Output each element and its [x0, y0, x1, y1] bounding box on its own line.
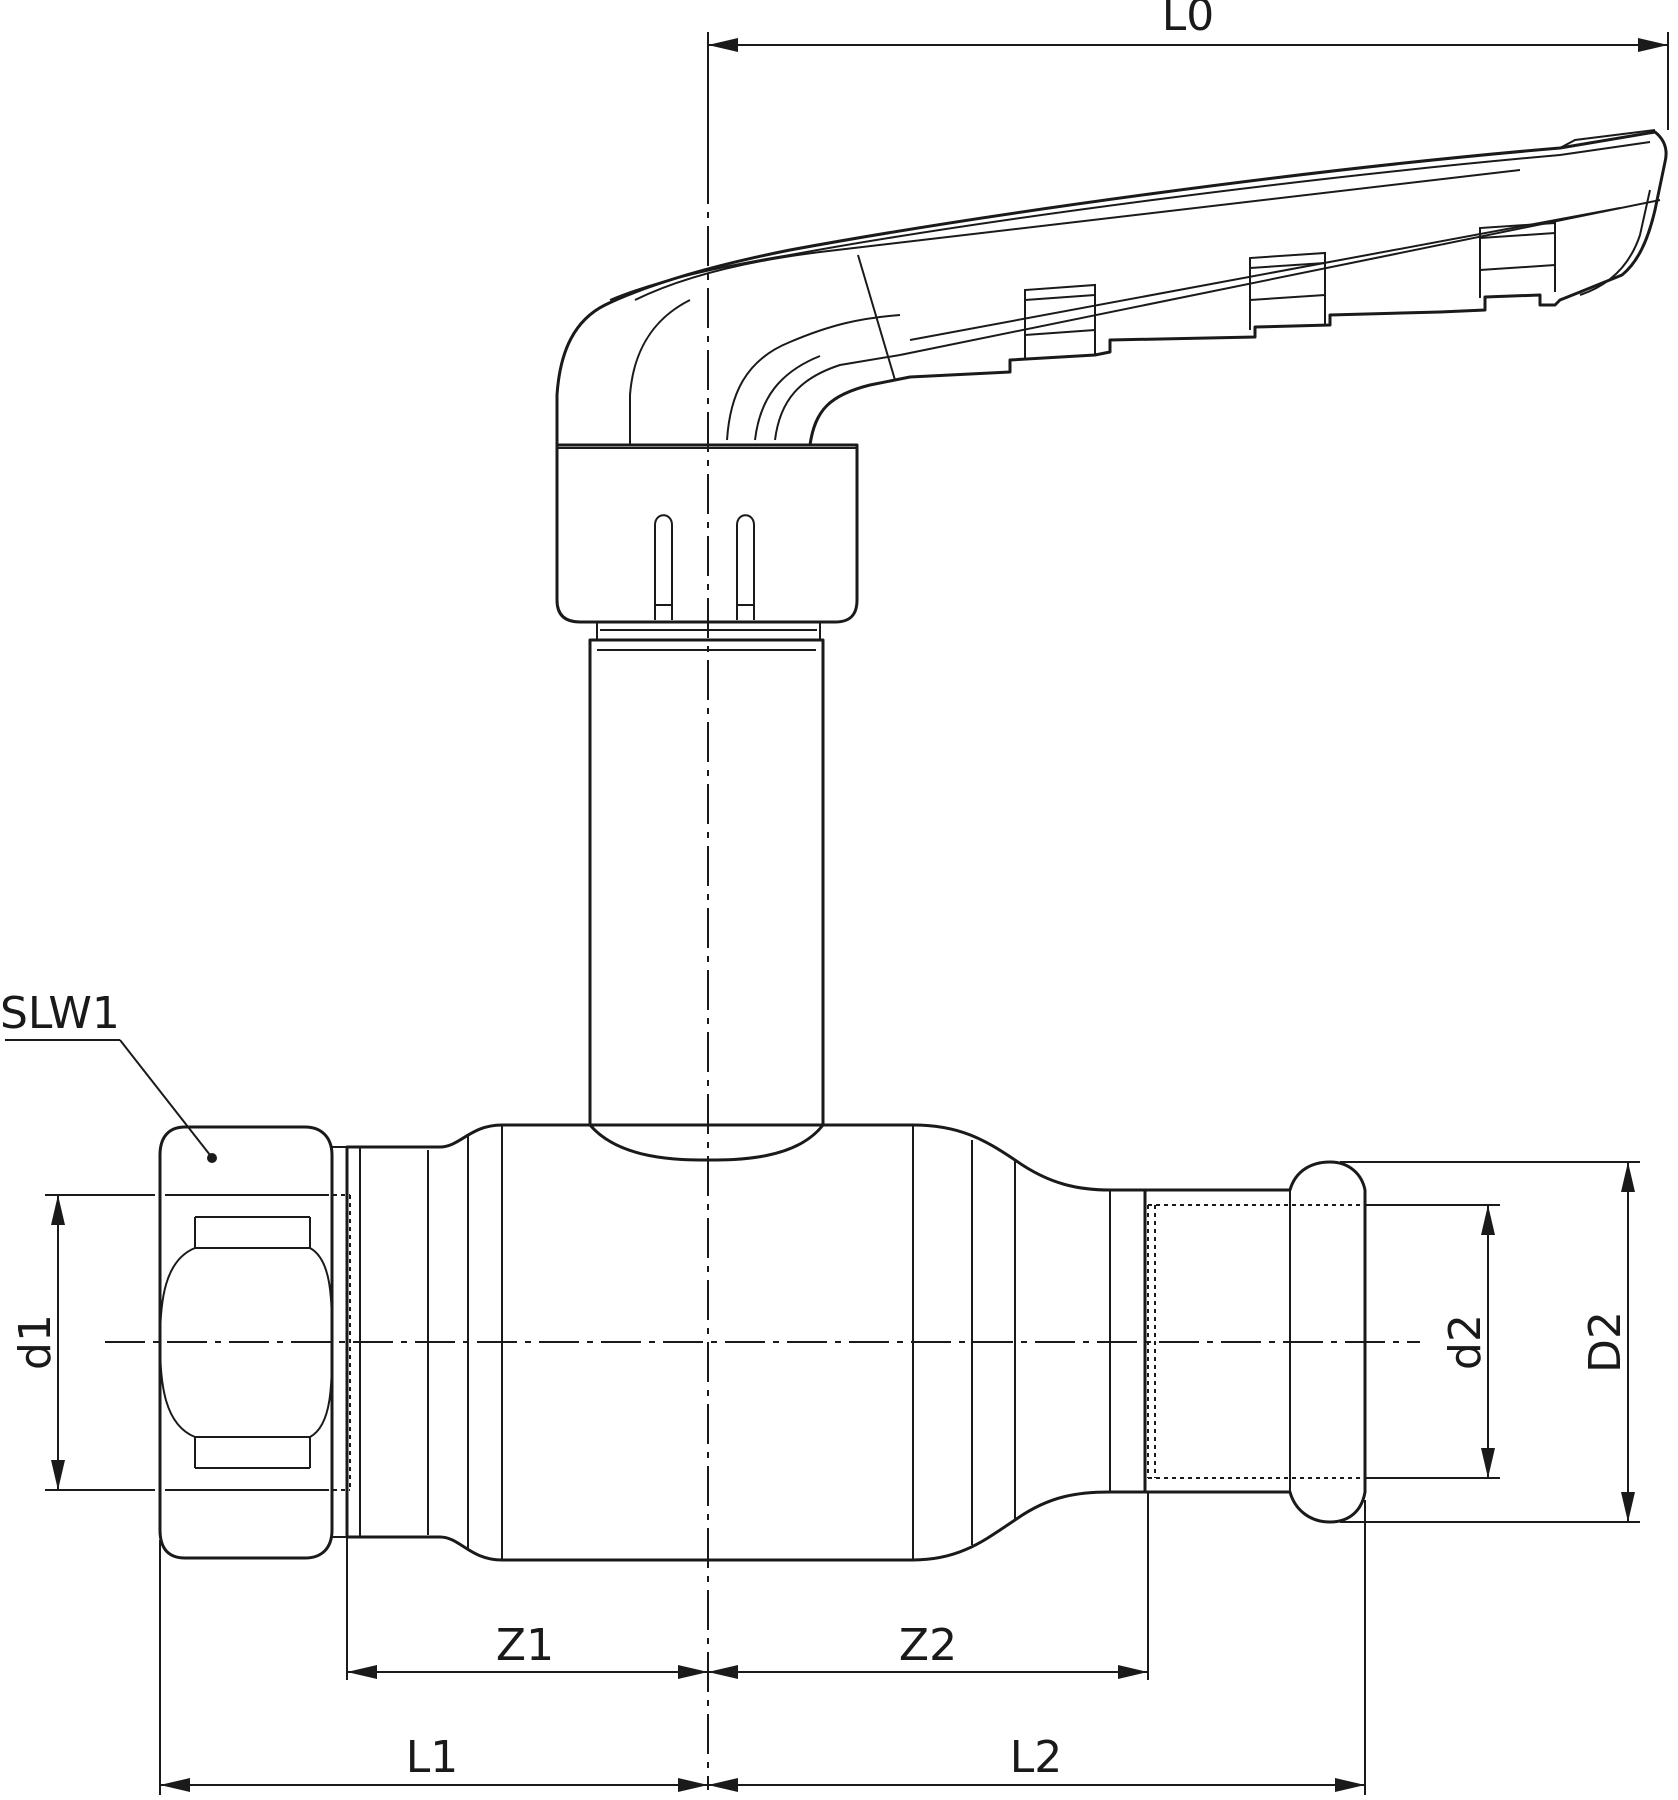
- nut-outline: [158, 1125, 334, 1560]
- press-sleeve: [1143, 1160, 1367, 1524]
- handle-bend-inner-1: [629, 299, 691, 445]
- handle-seam: [857, 254, 896, 381]
- handle-tip-inner: [1579, 189, 1651, 296]
- hub-body: [555, 443, 859, 624]
- label-d2: d2: [1440, 1314, 1491, 1370]
- handle-ribs: [1024, 221, 1556, 360]
- handle-bend-inner-3: [774, 354, 901, 441]
- dimension-d2: d2: [1365, 1204, 1500, 1479]
- dimension-d1: d1: [10, 1194, 155, 1491]
- label-L1: L1: [406, 1732, 459, 1783]
- union-nut: [158, 1125, 351, 1560]
- label-D2: D2: [1580, 1311, 1631, 1373]
- press-end: [1143, 1160, 1367, 1524]
- handle-top-edge-inner: [634, 169, 1521, 301]
- dimension-L2: L2: [708, 1732, 1365, 1792]
- handle-outline: [555, 130, 1668, 447]
- label-d1: d1: [10, 1314, 61, 1370]
- dimension-L1: L1: [159, 1500, 1366, 1795]
- label-L0: L0: [1162, 0, 1215, 41]
- handle-underside-2: [909, 207, 1621, 341]
- handle-top-edge: [609, 141, 1651, 301]
- dimension-L0: L0: [707, 0, 1669, 180]
- label-Z2: Z2: [899, 1620, 957, 1671]
- leader-SLW1: SLW1: [0, 988, 217, 1163]
- handle-tip: [1559, 129, 1656, 149]
- handle-bend-inner-2: [726, 314, 901, 441]
- dimension-Z1: Z1: [346, 1492, 1149, 1680]
- stem-extension: [588, 638, 825, 1127]
- label-L2: L2: [1010, 1732, 1063, 1783]
- dimension-Z2: Z2: [708, 1620, 1148, 1679]
- stop-pin-right: [736, 514, 755, 620]
- valve-body: [345, 1123, 1147, 1562]
- handle-underside: [899, 199, 1661, 356]
- dimension-D2: D2: [1340, 1161, 1640, 1523]
- lever-handle: [555, 129, 1668, 447]
- label-SLW1: SLW1: [0, 988, 120, 1039]
- stop-pin-left: [654, 514, 673, 620]
- label-Z1: Z1: [496, 1620, 554, 1671]
- handle-bend-inner-4: [754, 355, 821, 441]
- stem-tube: [588, 638, 825, 1127]
